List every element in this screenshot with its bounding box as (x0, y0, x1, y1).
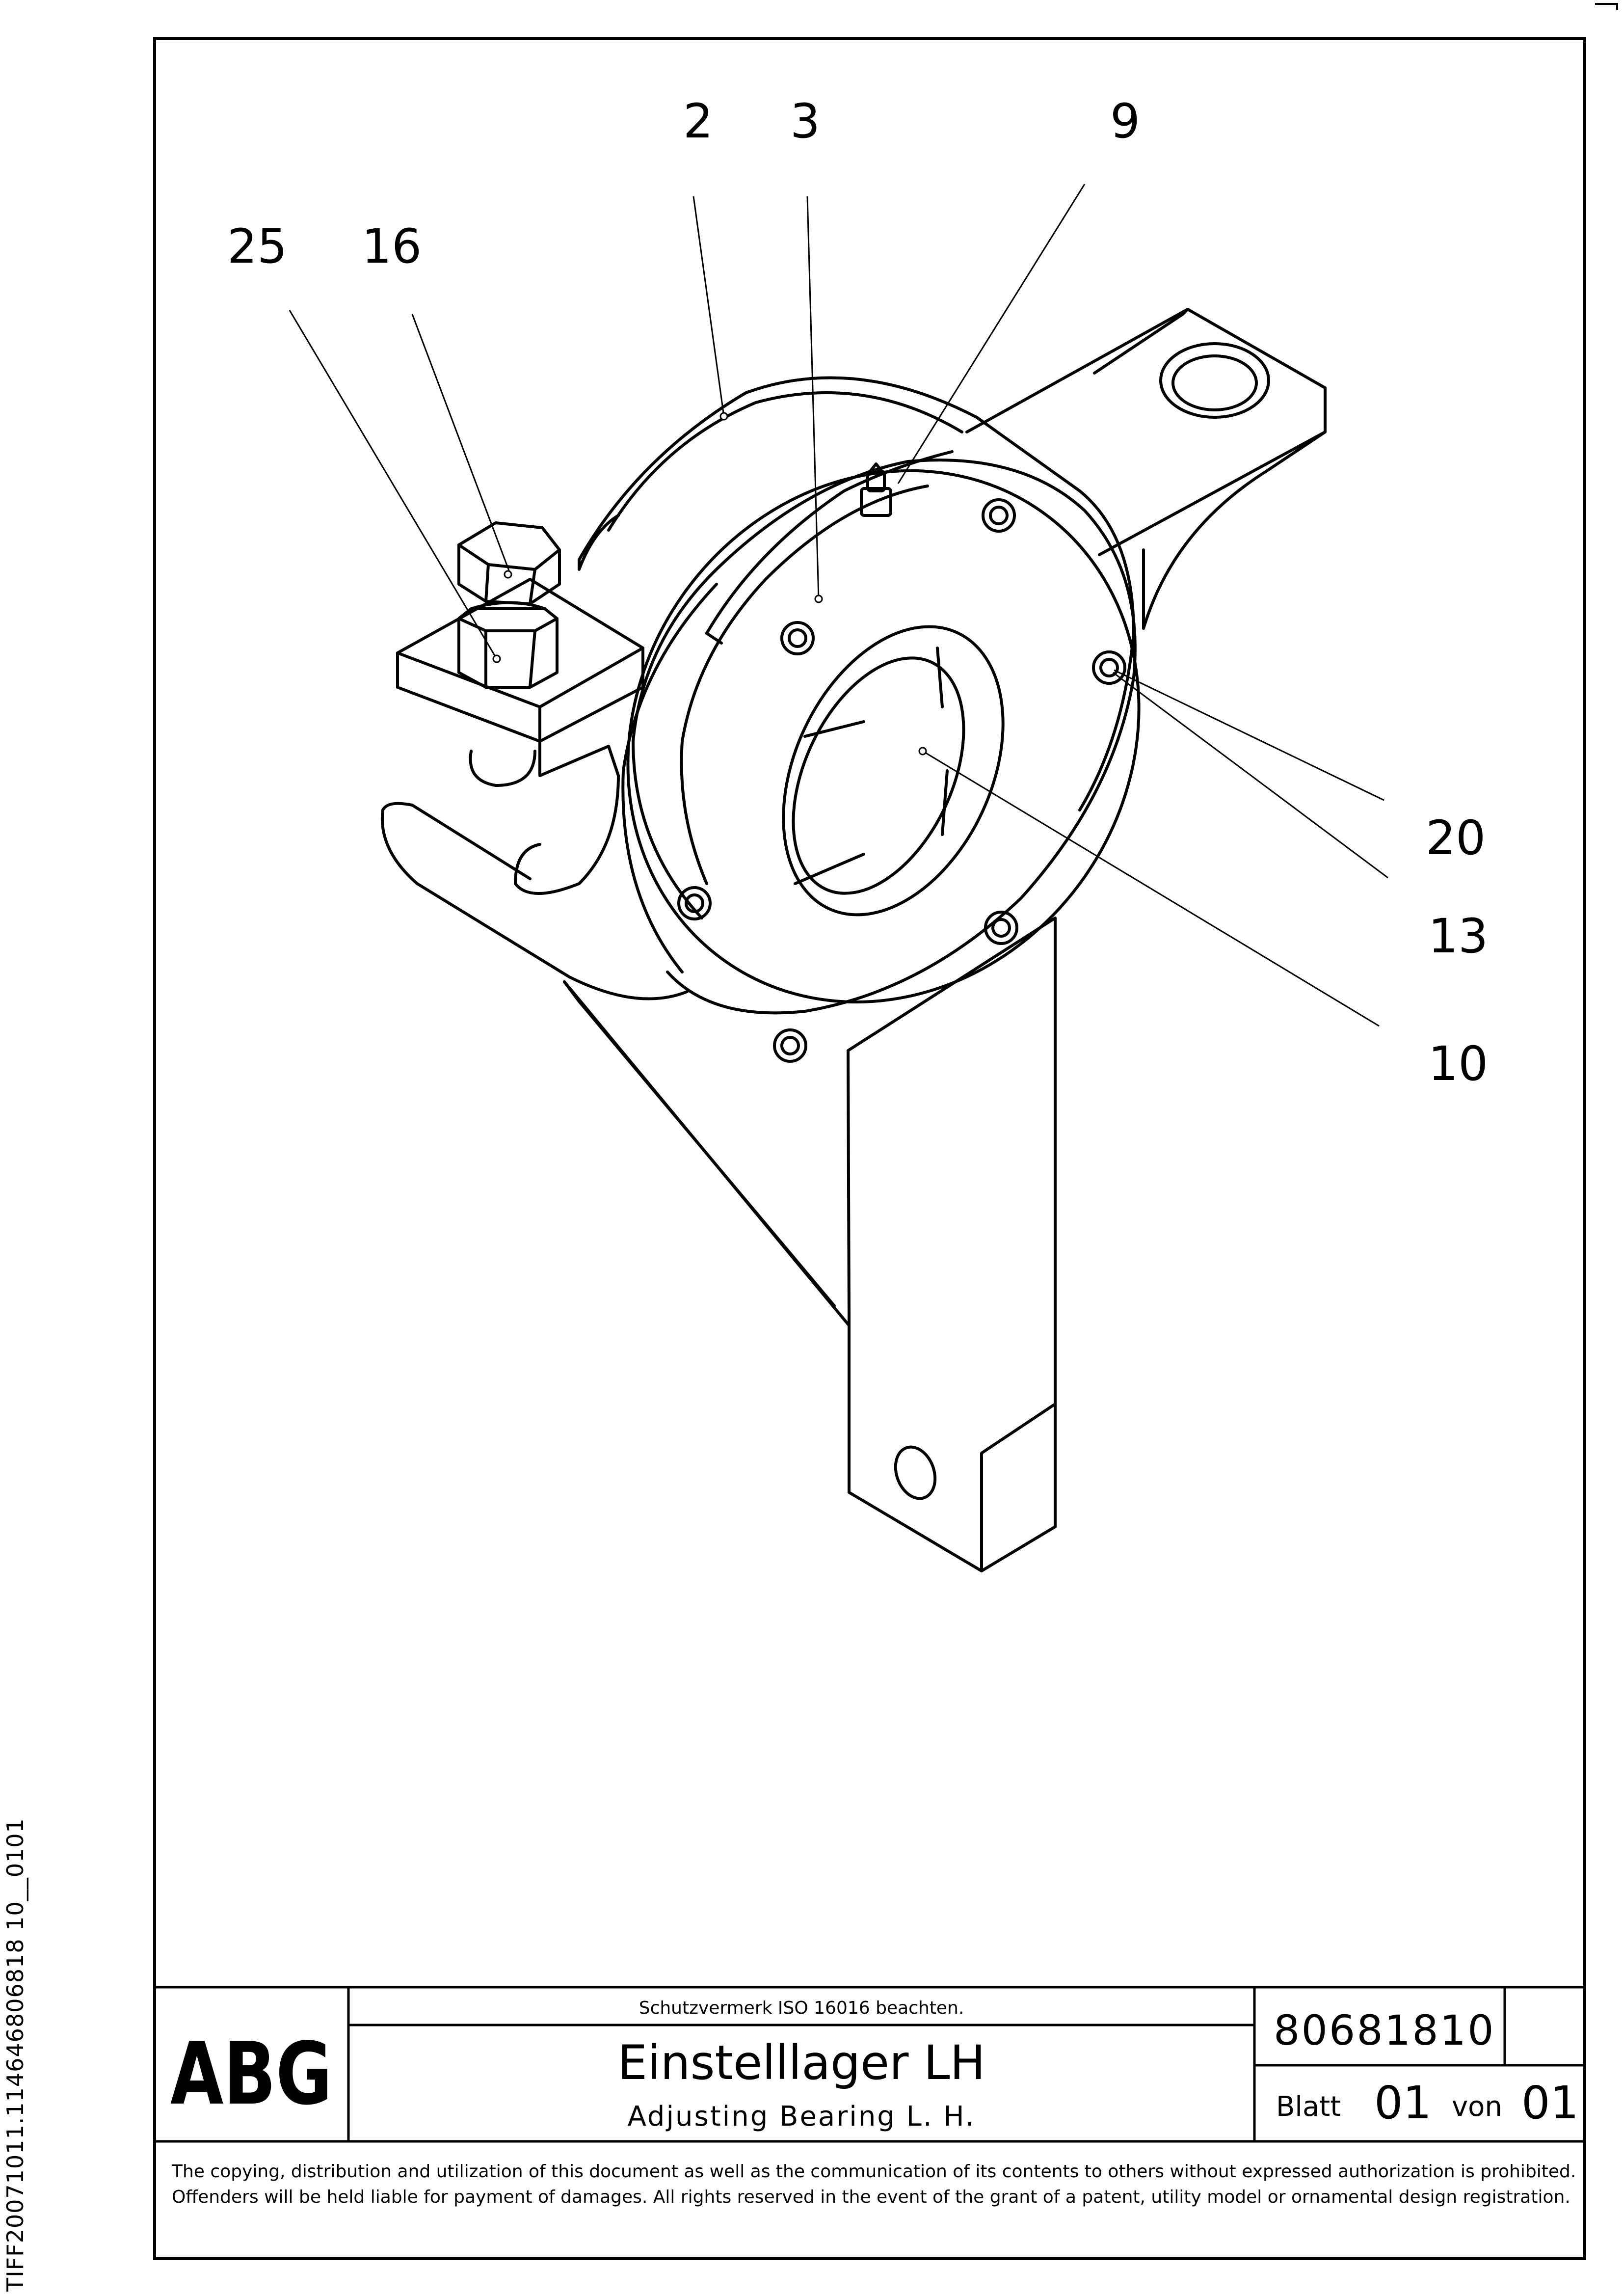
callout-9: 9 (1110, 94, 1140, 149)
bearing-drawing (380, 308, 1327, 1572)
hex-bolt-upper (457, 521, 561, 605)
lug-hole-inner (1171, 354, 1258, 411)
of-label: von (1452, 2091, 1502, 2123)
title-german: Einstelllager LH (617, 2035, 985, 2090)
grease-nipple (860, 462, 892, 517)
callout-3: 3 (790, 94, 820, 149)
side-file-label: TIFF20071011.114646806818 10__0101 (2, 1818, 28, 2292)
callout-labels: 2 3 9 25 16 20 13 10 (227, 94, 1488, 1091)
callout-20: 20 (1426, 810, 1486, 865)
sheet-label: Blatt (1276, 2091, 1341, 2123)
callout-13: 13 (1428, 909, 1488, 964)
lug-hole-outer (1159, 342, 1270, 419)
callout-2: 2 (683, 94, 713, 149)
sheet-number: 01 (1374, 2077, 1432, 2129)
flange-face (626, 469, 1141, 1003)
leader-dots (492, 412, 927, 756)
corner-mark (1595, 3, 1618, 10)
callout-10: 10 (1428, 1036, 1488, 1091)
hex-nut-lower (457, 601, 559, 689)
foot-hole (894, 1445, 937, 1500)
callout-25: 25 (227, 219, 287, 274)
callout-16: 16 (362, 219, 422, 274)
protection-note: Schutzvermerk ISO 16016 beachten. (639, 1998, 964, 2018)
sheet-border (153, 37, 1586, 2260)
logo-abg: ABG (170, 2025, 332, 2124)
leader-lines (289, 184, 1388, 1027)
sheet-total: 01 (1521, 2077, 1579, 2129)
bore-outer (782, 625, 1005, 917)
document-number: 80681810 (1274, 2006, 1495, 2054)
title-english: Adjusting Bearing L. H. (628, 2101, 976, 2133)
title-block (155, 1986, 1585, 2143)
socket-screws (677, 498, 1126, 1063)
front-flange (621, 459, 1141, 1015)
copyright-notice: The copying, distribution and utilizatio… (172, 2161, 1576, 2207)
